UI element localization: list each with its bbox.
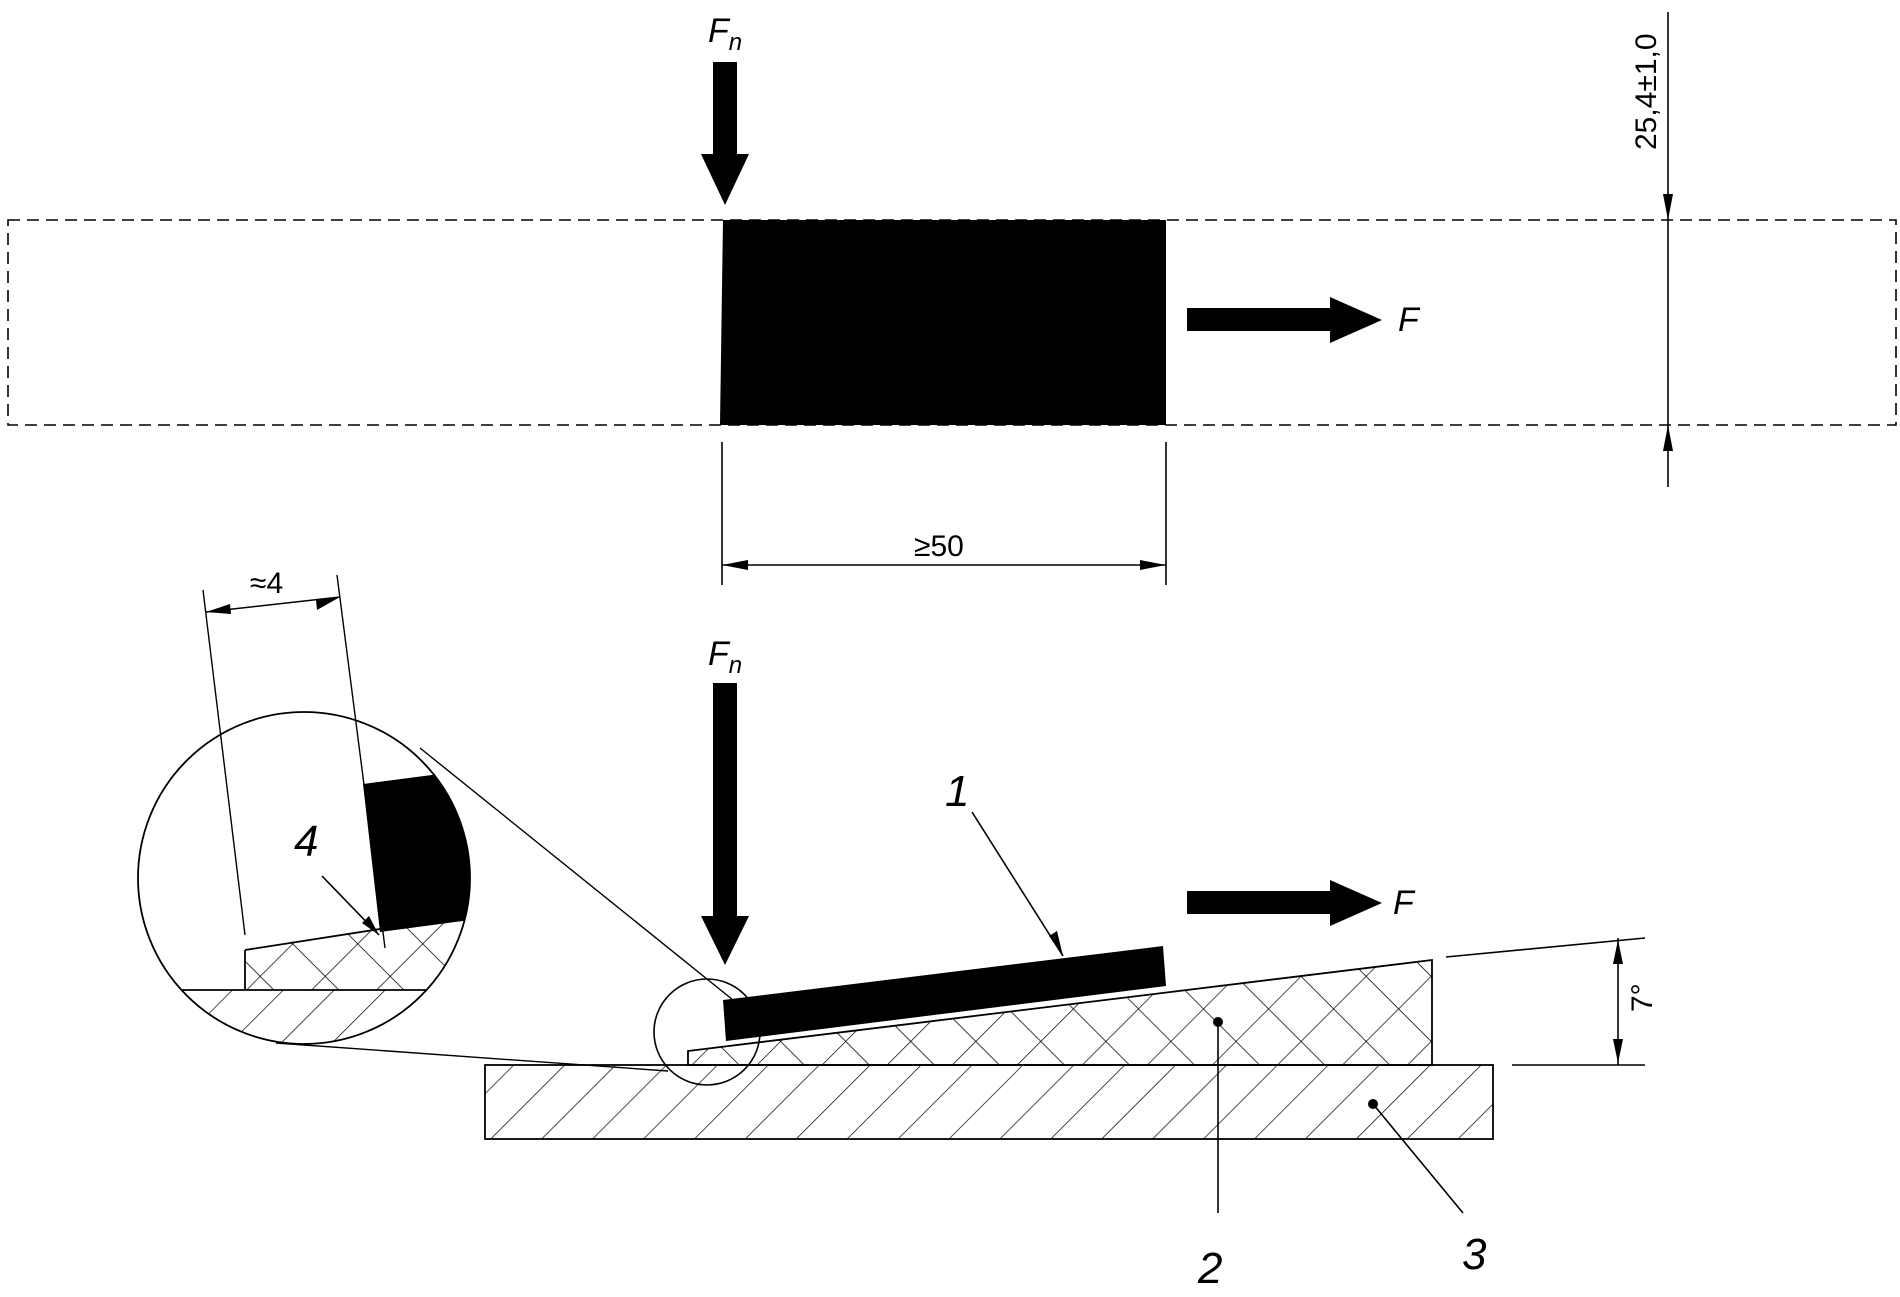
length-dimension-label: ≥50: [914, 530, 964, 563]
detail-leader-top: [419, 747, 739, 1005]
length-dimension: ≥50: [721, 442, 1167, 585]
width-dimension-label: 25,4±1,0: [1630, 33, 1663, 150]
callout-4-label: 4: [294, 817, 318, 866]
normal-force-label-top: Fn: [708, 12, 742, 56]
angle-dimension: 7°: [1445, 937, 1659, 1066]
detail-leader-bottom: [275, 1042, 669, 1072]
pull-force-arrow-top: [1187, 297, 1382, 343]
normal-force-arrow-top: [701, 62, 749, 205]
callout-3-label: 3: [1462, 1230, 1487, 1279]
magnified-detail: [137, 711, 471, 1045]
tape-sample-side: [723, 946, 1166, 1041]
normal-force-label-side: Fn: [708, 635, 742, 679]
angle-dimension-label: 7°: [1626, 983, 1659, 1012]
callout-2: 2: [1197, 1017, 1223, 1293]
callout-3: 3: [1368, 1099, 1487, 1279]
callout-1-label: 1: [945, 767, 969, 816]
pull-force-arrow-side: [1187, 880, 1382, 926]
top-view: Fn F 25,4±1,0 ≥50: [7, 12, 1897, 585]
callout-2-label: 2: [1197, 1244, 1222, 1292]
base-plate: [484, 1064, 1494, 1140]
pull-force-label-top: F: [1398, 301, 1421, 339]
pull-force-label-side: F: [1393, 884, 1416, 922]
normal-force-arrow-side: [701, 683, 749, 965]
callout-4: 4: [294, 817, 380, 936]
detail-gap-dimension-label: ≈4: [250, 567, 283, 600]
callout-1: 1: [945, 767, 1064, 957]
detail-gap-dimension: ≈4: [202, 567, 386, 949]
wedge-block: [687, 958, 1433, 1066]
side-view: Fn F 7°: [137, 567, 1659, 1293]
width-dimension: 25,4±1,0: [1630, 12, 1673, 487]
tape-sample-top: [720, 220, 1166, 425]
